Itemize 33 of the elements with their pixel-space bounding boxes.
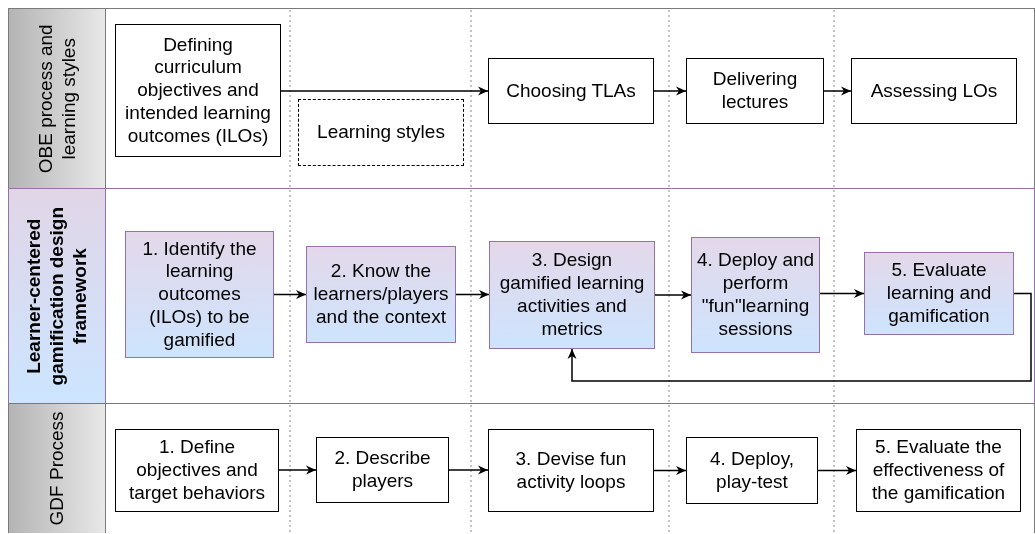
process-box: 3. Design gamified learning activities and metrics bbox=[489, 241, 655, 349]
process-box: Assessing LOs bbox=[851, 58, 1017, 124]
arrow bbox=[653, 86, 687, 96]
arrow bbox=[448, 465, 489, 475]
feedback-arrow bbox=[567, 292, 1032, 382]
lane-title: OBE process and learning styles bbox=[34, 23, 80, 174]
arrow bbox=[653, 466, 687, 475]
lane-title: GDF Process bbox=[45, 410, 68, 527]
arrow bbox=[654, 290, 692, 300]
lane-title: Learner-centered gamification design framework bbox=[22, 205, 91, 387]
arrow bbox=[280, 86, 489, 96]
process-box: 5. Evaluate learning and gamification bbox=[864, 252, 1014, 335]
swimlane bbox=[8, 8, 1035, 189]
arrow bbox=[273, 290, 307, 299]
process-box: 2. Know the learners/players and the context bbox=[306, 246, 456, 343]
arrow bbox=[819, 289, 865, 298]
arrow bbox=[817, 466, 857, 475]
process-box: 5. Evaluate the effectiveness of the gamification bbox=[856, 429, 1021, 512]
swimlane bbox=[8, 188, 1035, 404]
process-box: Choosing TLAs bbox=[488, 58, 654, 124]
process-box: 1. Define objectives and target behaviors bbox=[115, 429, 279, 512]
note-box: Learning styles bbox=[298, 99, 464, 166]
arrow bbox=[455, 290, 490, 299]
process-box: 4. Deploy, play-test bbox=[686, 437, 818, 504]
arrow bbox=[823, 86, 852, 96]
process-box: 2. Describe players bbox=[316, 437, 449, 503]
arrow bbox=[278, 465, 317, 475]
process-box: Defining curriculum objectives and intended learning outcomes (ILOs) bbox=[115, 24, 281, 157]
process-box: 3. Devise fun activity loops bbox=[488, 429, 654, 512]
process-box: 4. Deploy and perform "fun"learning sessions bbox=[691, 237, 820, 353]
process-box: Delivering lectures bbox=[686, 58, 824, 124]
process-box: 1. Identify the learning outcomes (ILOs) to be gamified bbox=[125, 231, 274, 358]
swimlane bbox=[8, 403, 1035, 533]
